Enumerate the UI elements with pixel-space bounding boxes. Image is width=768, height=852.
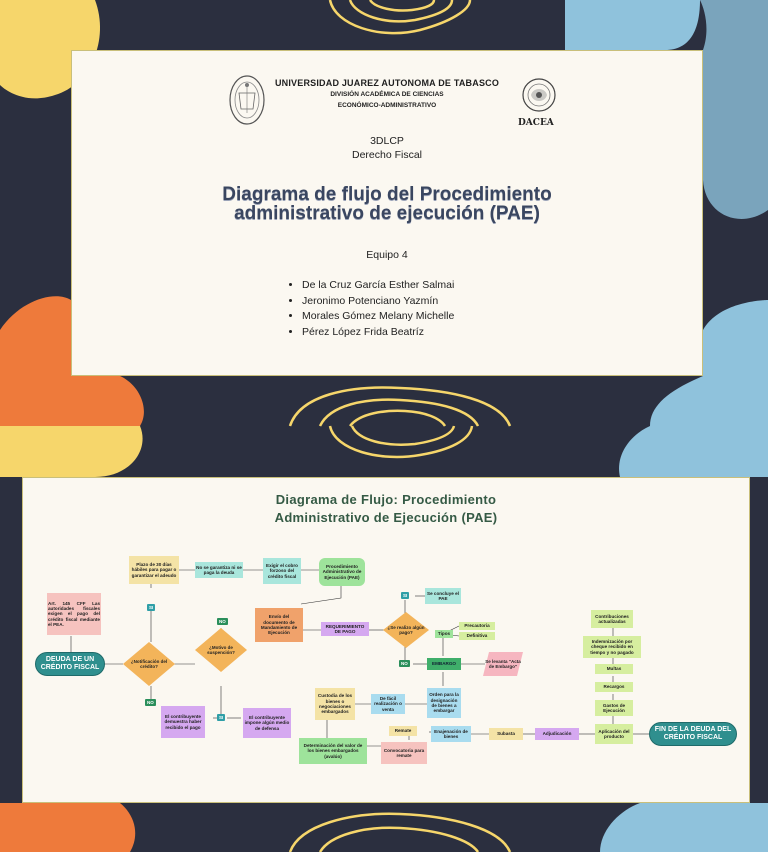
title-slide: UNIVERSIDAD JUAREZ AUTONOMA DE TABASCO D… [71,50,703,376]
members-list: De la Cruz García Esther Salmai Jeronimo… [294,279,454,341]
flowchart-title-line-2: Administrativo de Ejecución (PAE) [274,510,498,525]
member-item: Morales Gómez Melany Michelle [302,310,454,326]
flowchart-slide: Diagrama de Flujo: Procedimiento Adminis… [22,477,750,803]
pae-concludes-node: Se concluye el PAE [425,588,461,604]
no-tag: NO [399,660,410,667]
seizure-record-shape [483,652,523,676]
designation-order-node: Orden para la designación de bienes a em… [427,688,461,718]
dacea-seal-logo [522,78,556,112]
notification-decision-shape [123,642,175,686]
payment-term-node: Plazo de 30 días hábiles para pagar o ga… [129,556,179,584]
execution-costs-node: Gastos de Ejecución [595,700,633,716]
debt-end-node: FIN DE LA DEUDA DEL CRÉDITO FISCAL [649,722,737,746]
course-name: Derecho Fiscal [351,149,423,161]
university-seal-logo [229,75,265,125]
valuation-node: Determinación del valor de los bienes em… [299,738,367,764]
precautionary-node: Precautoria [459,622,495,630]
notification-decision: ¿Notificación del crédito? [130,658,168,669]
yes-tag: SI [401,592,410,599]
course-code: 3DLCP [370,135,404,147]
member-item: De la Cruz García Esther Salmai [302,279,454,295]
adjudication-node: Adjudicación [535,728,579,740]
pae-node: Procedimiento Administrativo de Ejecució… [319,558,365,586]
payment-decision-shape [383,612,429,648]
member-item: Pérez López Frida Beatríz [302,326,454,342]
art145-node: Art. 145 CFF Las autoridades fiscales ex… [47,593,101,635]
no-guarantee-node: No se garantiza ni se paga la deuda [195,562,243,578]
no-tag: NO [217,618,228,625]
member-item: Jeronimo Potenciano Yazmín [302,295,454,311]
division-line-1: DIVISIÓN ACADÉMICA DE CIENCIAS [330,91,444,98]
title-line-2: administrativo de ejecución (PAE) [234,203,540,224]
surcharges-node: Recargos [595,682,633,692]
suspension-decision-shape [195,628,247,672]
flowchart-title-line-1: Diagrama de Flujo: Procedimiento [275,492,497,507]
mandate-document-node: Envío del documento de Mandamiento de Ej… [255,608,303,642]
definitive-node: Definitiva [459,632,495,640]
custody-node: Custodia de los bienes o negociaciones e… [315,688,355,720]
fines-node: Multas [595,664,633,674]
indemnity-node: Indemnización por cheque recibido en tie… [583,636,641,658]
flowchart-title: Diagrama de Flujo: Procedimiento Adminis… [23,491,749,527]
easy-sale-node: De fácil realización o venta [371,694,405,714]
disposal-node: Enajenación de bienes [431,726,471,742]
enforce-collection-node: Exigir el cobro forzoso del crédito fisc… [263,558,301,584]
debt-start-node: DEUDA DE UN CRÉDITO FISCAL [35,652,105,676]
taxpayer-proof-node: El contribuyente demuestra haber recibid… [161,706,205,738]
types-node: Tipos [435,630,453,638]
updated-contributions-node: Contribuciones actualizadas [591,610,633,628]
seizure-record-node: Se levanta "Acta de Embargo" [485,658,521,669]
yes-tag: SI [147,604,156,611]
team-label: Equipo 4 [366,249,408,261]
yes-tag: SI [217,714,226,721]
taxpayer-defense-node: El contribuyente impone algún medio de d… [243,708,291,738]
dacea-logo-text: DACEA [518,118,554,128]
proceeds-application-node: Aplicación del producto [595,724,633,744]
payment-decision: ¿Se realizo algún pago? [387,624,425,635]
suspension-decision: ¿Motivo de suspención? [207,644,235,655]
presentation-title: Diagrama de flujo del Procedimiento admi… [72,185,702,223]
public-auction-node: Subasta [489,728,523,740]
payment-request-node: REQUERIMIENTO DE PAGO [321,622,369,636]
title-line-1: Diagrama de flujo del Procedimiento [222,184,552,205]
auction-node: Remate [389,726,417,736]
university-name: UNIVERSIDAD JUAREZ AUTONOMA DE TABASCO [274,78,500,88]
no-tag: NO [145,699,156,706]
division-line-2: ECONÓMICO-ADMINISTRATIVO [337,102,437,109]
embargo-node: EMBARGO [427,658,461,670]
auction-call-node: Convocatoria para remate [381,742,427,764]
